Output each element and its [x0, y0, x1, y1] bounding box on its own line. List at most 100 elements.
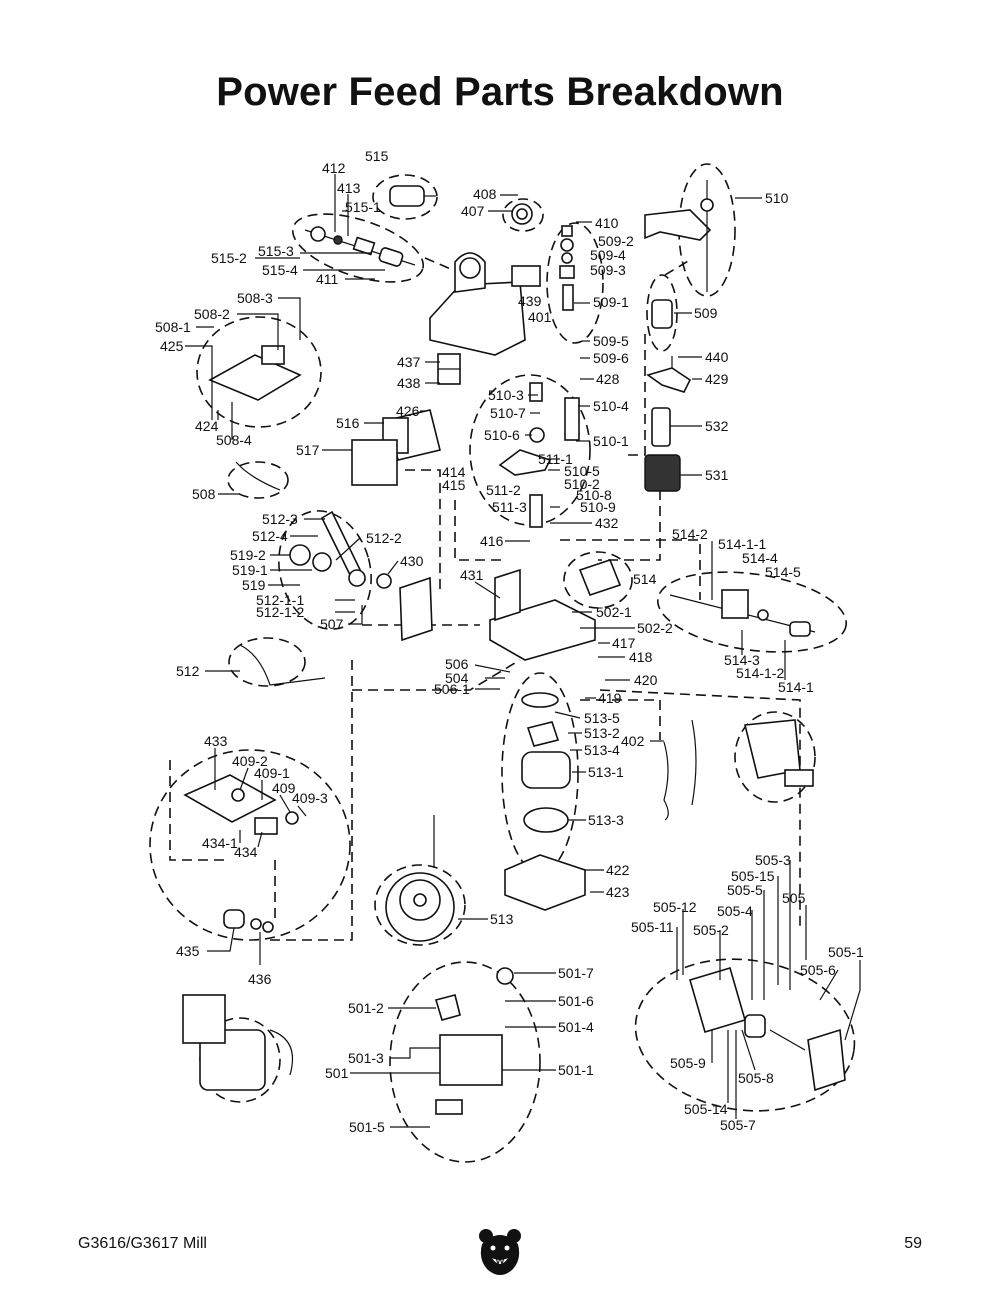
label-409-2: 409-2	[232, 753, 268, 769]
label-505-11: 505-11	[631, 919, 674, 935]
label-505-14: 505-14	[684, 1101, 728, 1117]
label-431: 431	[460, 567, 484, 583]
label-432: 432	[595, 515, 619, 531]
part-501-1-housing	[439, 1034, 503, 1086]
label-514-5: 514-5	[765, 564, 801, 580]
label-510-8: 510-8	[576, 487, 612, 503]
part-513-5	[521, 692, 559, 708]
label-429: 429	[705, 371, 729, 387]
group-512-lever-outline	[228, 637, 306, 687]
label-502-1: 502-1	[596, 604, 632, 620]
label-511-3: 511-3	[492, 499, 527, 515]
label-513-4: 513-4	[584, 742, 620, 758]
group-510-3-outline	[469, 374, 591, 526]
part-508-spring	[235, 461, 281, 491]
connector-512-down	[270, 660, 353, 941]
connector-517	[405, 469, 441, 590]
label-515-3: 515-3	[258, 243, 294, 259]
label-423: 423	[606, 884, 630, 900]
label-426: 426	[396, 403, 420, 419]
label-508-3: 508-3	[237, 290, 273, 306]
part-508-bracket	[208, 354, 302, 401]
label-512-2: 512-2	[366, 530, 402, 546]
part-510-3	[529, 382, 543, 402]
label-510-4: 510-4	[593, 398, 629, 414]
group-512-outline	[278, 510, 372, 630]
label-505-8: 505-8	[738, 1070, 774, 1086]
label-418: 418	[629, 649, 653, 665]
label-511-2: 511-2	[486, 482, 521, 498]
label-501-7: 501-7	[558, 965, 594, 981]
part-509-detail	[651, 299, 673, 329]
label-509-5: 509-5	[593, 333, 629, 349]
label-501-5: 501-5	[349, 1119, 385, 1135]
label-420: 420	[634, 672, 658, 688]
label-434-1: 434-1	[202, 835, 238, 851]
label-512-3: 512-3	[262, 511, 298, 527]
label-409: 409	[272, 780, 296, 796]
part-515-worm	[389, 185, 425, 207]
label-425: 425	[160, 338, 184, 354]
leader-lines	[185, 174, 861, 1128]
group-408-outline	[502, 198, 544, 232]
part-532-coil	[651, 407, 671, 447]
part-sketches	[182, 180, 846, 1115]
label-505-4: 505-4	[717, 903, 753, 919]
label-512-1-1: 512-1-1	[256, 592, 304, 608]
group-505-outline	[634, 958, 856, 1112]
label-513: 513	[490, 911, 514, 927]
label-506: 506	[445, 656, 469, 672]
label-512-1-2: 512-1-2	[256, 604, 304, 620]
label-509-4: 509-4	[590, 247, 626, 263]
part-501-motor	[199, 1029, 266, 1091]
label-510-1: 510-1	[593, 433, 629, 449]
label-506-1: 506-1	[434, 681, 470, 697]
label-505-9: 505-9	[670, 1055, 706, 1071]
label-511-1: 511-1	[538, 451, 573, 467]
label-501: 501	[325, 1065, 349, 1081]
part-501-2	[434, 994, 461, 1021]
part-531-motor	[644, 454, 681, 492]
label-501-1: 501-1	[558, 1062, 594, 1078]
label-419: 419	[598, 690, 622, 706]
part-513-1-bearing	[521, 751, 571, 789]
label-414: 414	[442, 464, 466, 480]
connector-531	[598, 490, 661, 561]
label-505: 505	[782, 890, 806, 906]
label-501-6: 501-6	[558, 993, 594, 1009]
label-505-5: 505-5	[727, 882, 763, 898]
label-505-1: 505-1	[828, 944, 864, 960]
part-512-lever	[239, 644, 326, 686]
label-513-5: 513-5	[584, 710, 620, 726]
label-435: 435	[176, 943, 200, 959]
label-508: 508	[192, 486, 216, 502]
label-514: 514	[633, 571, 657, 587]
label-501-3: 501-3	[348, 1050, 384, 1066]
label-515-1: 515-1	[345, 199, 381, 215]
part-401-housing	[429, 281, 526, 356]
part-511-1	[498, 449, 552, 476]
label-508-2: 508-2	[194, 306, 230, 322]
label-422: 422	[606, 862, 630, 878]
label-433: 433	[204, 733, 228, 749]
label-408: 408	[473, 186, 497, 202]
label-515-2: 515-2	[211, 250, 247, 266]
group-513-gear-outline	[374, 864, 466, 946]
connector-416	[454, 500, 505, 561]
part-436	[250, 918, 262, 930]
label-510-6: 510-6	[484, 427, 520, 443]
label-513-3: 513-3	[588, 812, 624, 828]
label-510-5: 510-5	[564, 463, 600, 479]
label-514-4: 514-4	[742, 550, 778, 566]
label-516: 516	[336, 415, 360, 431]
label-505-7: 505-7	[720, 1117, 756, 1133]
part-510-4	[564, 397, 580, 441]
label-515: 515	[365, 148, 389, 164]
label-505-15: 505-15	[731, 868, 775, 884]
part-510-arm	[644, 209, 712, 241]
label-407: 407	[461, 203, 485, 219]
label-501-4: 501-4	[558, 1019, 594, 1035]
part-439-plate	[511, 265, 541, 287]
label-505-6: 505-6	[800, 962, 836, 978]
